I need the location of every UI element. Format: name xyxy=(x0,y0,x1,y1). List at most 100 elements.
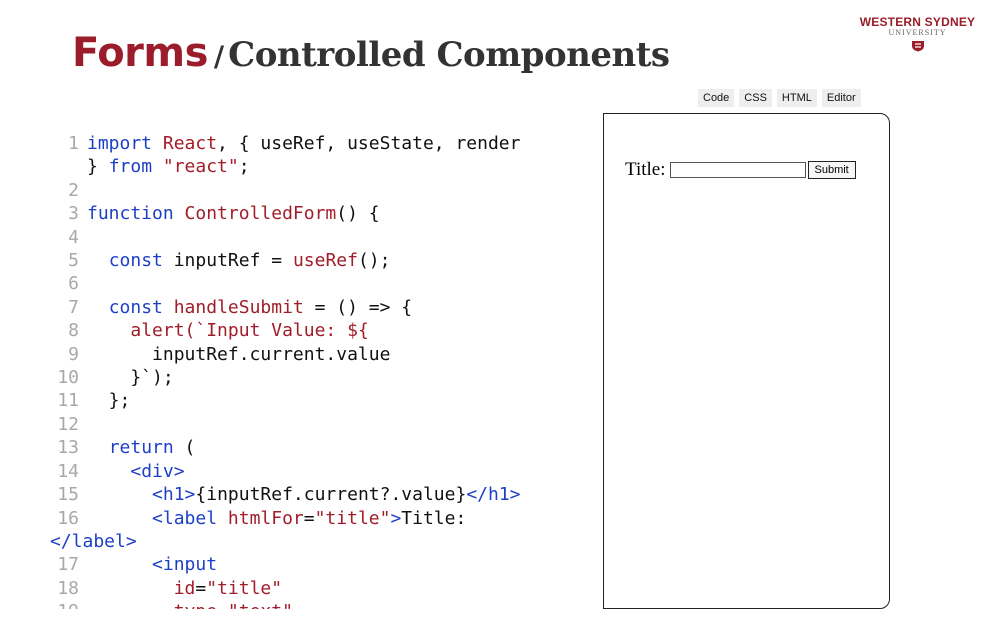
code-token: htmlFor xyxy=(227,507,304,529)
code-token: alert xyxy=(130,320,185,342)
line-number: 2 xyxy=(68,179,79,201)
code-token: useRef xyxy=(292,250,358,272)
title-main: Forms xyxy=(72,30,208,76)
code-token: , { useRef, useState, render xyxy=(217,133,521,154)
line-number: 19 xyxy=(50,600,87,609)
code-text xyxy=(87,272,98,295)
code-token xyxy=(87,484,152,505)
line-number: 17 xyxy=(57,554,79,576)
submit-button[interactable]: Submit xyxy=(807,161,856,179)
code-token xyxy=(87,554,152,575)
line-number: 10 xyxy=(57,367,79,389)
code-token: = () => { xyxy=(303,296,413,318)
line-number: 7 xyxy=(68,296,79,318)
code-token: > xyxy=(390,507,402,529)
code-token: const xyxy=(108,296,174,318)
line-number: 6 xyxy=(68,273,79,295)
code-text: <label htmlFor="title">Title: xyxy=(87,507,466,530)
line-number: 9 xyxy=(68,343,79,365)
code-token: "text" xyxy=(228,601,293,609)
title-separator: / xyxy=(213,40,225,73)
code-token: </h1> xyxy=(466,484,521,506)
code-token xyxy=(87,320,130,341)
code-text: const inputRef = useRef(); xyxy=(87,249,391,272)
code-line: 14 <div> xyxy=(50,460,570,483)
tab-editor[interactable]: Editor xyxy=(821,89,861,107)
title-label: Title: xyxy=(625,159,666,180)
code-text: type="text" xyxy=(87,600,293,609)
university-logo: WESTERN SYDNEY UNIVERSITY xyxy=(855,15,980,57)
line-number: 12 xyxy=(57,413,79,435)
title-form: Title: Submit xyxy=(625,159,856,181)
code-text: inputRef.current.value xyxy=(87,343,390,366)
code-token: = xyxy=(195,577,207,599)
code-token xyxy=(87,578,174,599)
preview-pane: Title: Submit xyxy=(603,113,890,609)
line-number: 18 xyxy=(57,577,79,599)
code-text: <div> xyxy=(87,460,184,483)
code-token xyxy=(87,461,130,482)
crest-icon xyxy=(911,41,924,52)
code-line: 16 <label htmlFor="title">Title: xyxy=(50,507,570,530)
code-token: <h1> xyxy=(152,484,196,506)
line-number: 4 xyxy=(68,226,79,248)
code-token: (`Input Value: ${ xyxy=(184,320,369,342)
code-token: handleSubmit xyxy=(173,296,304,318)
code-line: 15 <h1>{inputRef.current?.value}</h1> xyxy=(50,483,570,506)
code-token: }`); xyxy=(87,367,174,389)
line-number: 3 xyxy=(68,203,79,225)
editor-tabs: Code CSS HTML Editor xyxy=(698,89,861,107)
code-token: <input xyxy=(152,554,218,576)
code-token: Title: xyxy=(401,507,467,529)
code-text: id="title" xyxy=(87,577,282,600)
line-number xyxy=(50,155,87,178)
line-number: 8 xyxy=(68,320,79,342)
line-number: 13 xyxy=(57,437,79,459)
code-line: 6 xyxy=(50,272,570,295)
code-token: () { xyxy=(336,203,380,225)
code-line: } from "react"; xyxy=(50,155,570,178)
code-line: 19 type="text" xyxy=(50,600,570,609)
code-token xyxy=(87,437,109,458)
code-token: id xyxy=(173,577,196,599)
code-text xyxy=(87,179,98,202)
code-token: "react" xyxy=(162,156,239,178)
code-text: }`); xyxy=(87,366,174,389)
code-line: 8 alert(`Input Value: ${ xyxy=(50,319,570,342)
code-line: 12 xyxy=(50,413,570,436)
code-line: 4 xyxy=(50,226,570,249)
code-token: ( xyxy=(184,437,196,459)
code-token xyxy=(87,297,109,318)
code-token: type xyxy=(174,601,217,609)
code-token: return xyxy=(108,437,185,459)
tab-html[interactable]: HTML xyxy=(776,89,817,107)
code-token: inputRef.current.value xyxy=(87,343,391,365)
code-line: 10 }`); xyxy=(50,366,570,389)
code-token: import xyxy=(87,133,163,154)
line-number: 5 xyxy=(68,250,79,272)
code-line: </label> xyxy=(50,530,570,553)
code-token: }; xyxy=(87,390,131,412)
code-text: <h1>{inputRef.current?.value}</h1> xyxy=(87,483,521,506)
code-token: </label> xyxy=(50,530,137,552)
code-token: = xyxy=(303,507,315,529)
line-number: 16 xyxy=(57,507,79,529)
tab-css[interactable]: CSS xyxy=(739,89,772,107)
code-line: 5 const inputRef = useRef(); xyxy=(50,249,570,272)
code-token: <label xyxy=(152,507,228,529)
code-text: return ( xyxy=(87,436,196,459)
logo-line1: WESTERN SYDNEY xyxy=(859,15,976,29)
code-token: {inputRef.current?.value} xyxy=(195,484,467,506)
title-input[interactable] xyxy=(669,162,806,178)
tab-code[interactable]: Code xyxy=(698,89,735,107)
code-text xyxy=(87,226,98,249)
code-token: inputRef = xyxy=(173,250,293,272)
code-line: 18 id="title" xyxy=(50,577,570,600)
slide-title: Forms/Controlled Components xyxy=(72,30,670,76)
line-number: 1 xyxy=(68,133,79,154)
code-token: = xyxy=(217,601,228,609)
code-line: 9 inputRef.current.value xyxy=(50,343,570,366)
